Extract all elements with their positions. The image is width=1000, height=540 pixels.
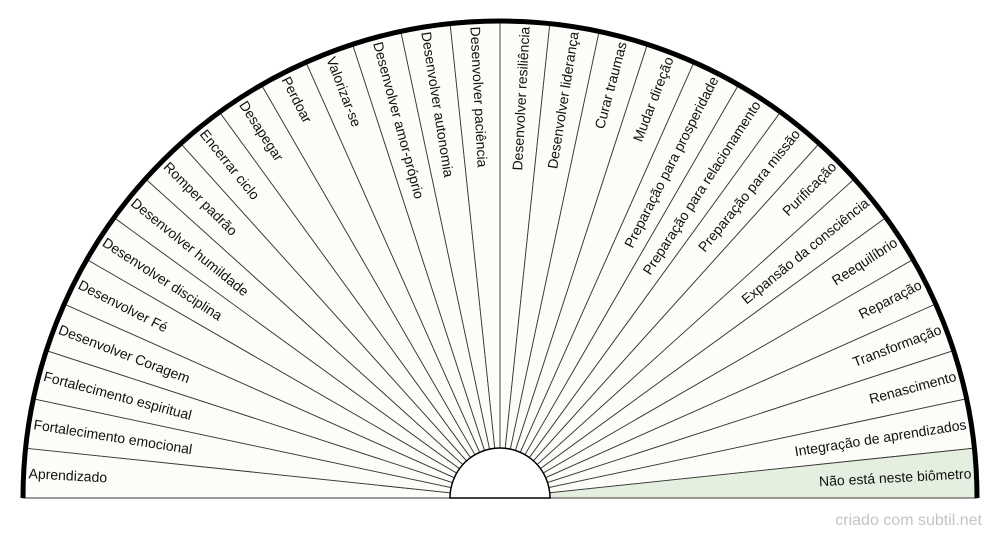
credit-text: criado com subtil.net	[835, 512, 982, 529]
biometer-outer-arc	[20, 18, 980, 499]
segment-label: Desenvolver paciência	[467, 26, 490, 168]
segment-label: Desenvolver resiliência	[509, 26, 533, 171]
segment-label: Não está neste biômetro	[819, 465, 972, 489]
biometer-segments	[22, 20, 978, 499]
biometer-inner-arc	[449, 447, 551, 499]
segment-label: Aprendizado	[28, 465, 108, 485]
